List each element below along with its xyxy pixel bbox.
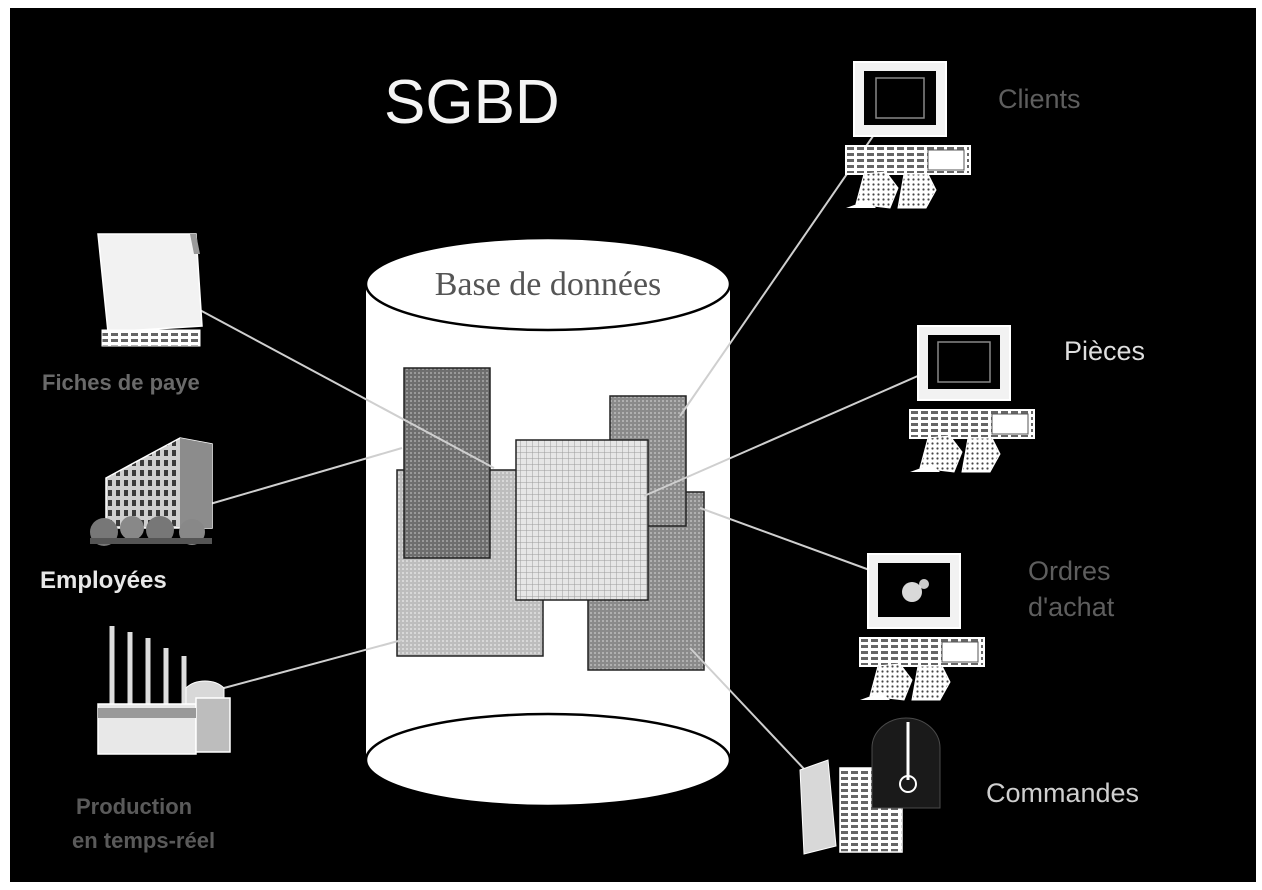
table-central [515, 439, 649, 601]
commands-label: Commandes [986, 778, 1139, 808]
employees-label: Employées [40, 567, 167, 594]
production-label-line2: en temps-réel [72, 828, 215, 853]
diagram-canvas: SGBD Base de données Fiches de paye [10, 8, 1256, 882]
database-label: Base de données [435, 266, 662, 303]
parts-label: Pièces [1064, 336, 1145, 366]
cylinder-bottom-rim [364, 712, 732, 808]
cylinder-top [364, 236, 732, 332]
orders-terminal-icon [859, 553, 985, 701]
payroll-document-icon [97, 233, 203, 347]
orders-label-line1: Ordres [1028, 556, 1111, 586]
page-title: SGBD [384, 68, 560, 137]
factory-icon [97, 626, 231, 755]
parts-terminal-icon [909, 325, 1035, 473]
headset-operator-icon [799, 717, 941, 855]
connector-employees [209, 447, 403, 505]
clients-label: Clients [998, 84, 1081, 114]
production-label-line1: Production [76, 794, 192, 819]
orders-label-line2: d'achat [1028, 592, 1115, 622]
connector-production [223, 639, 403, 689]
connector-commands [689, 647, 823, 789]
payroll-label: Fiches de paye [42, 370, 200, 395]
database-cylinder: Base de données [364, 236, 732, 808]
connector-payroll [169, 293, 495, 469]
connector-orders [699, 507, 887, 577]
connector-parts [643, 367, 937, 497]
clients-terminal-icon [845, 61, 971, 209]
office-building-icon [90, 437, 213, 546]
table-payroll [403, 367, 491, 559]
